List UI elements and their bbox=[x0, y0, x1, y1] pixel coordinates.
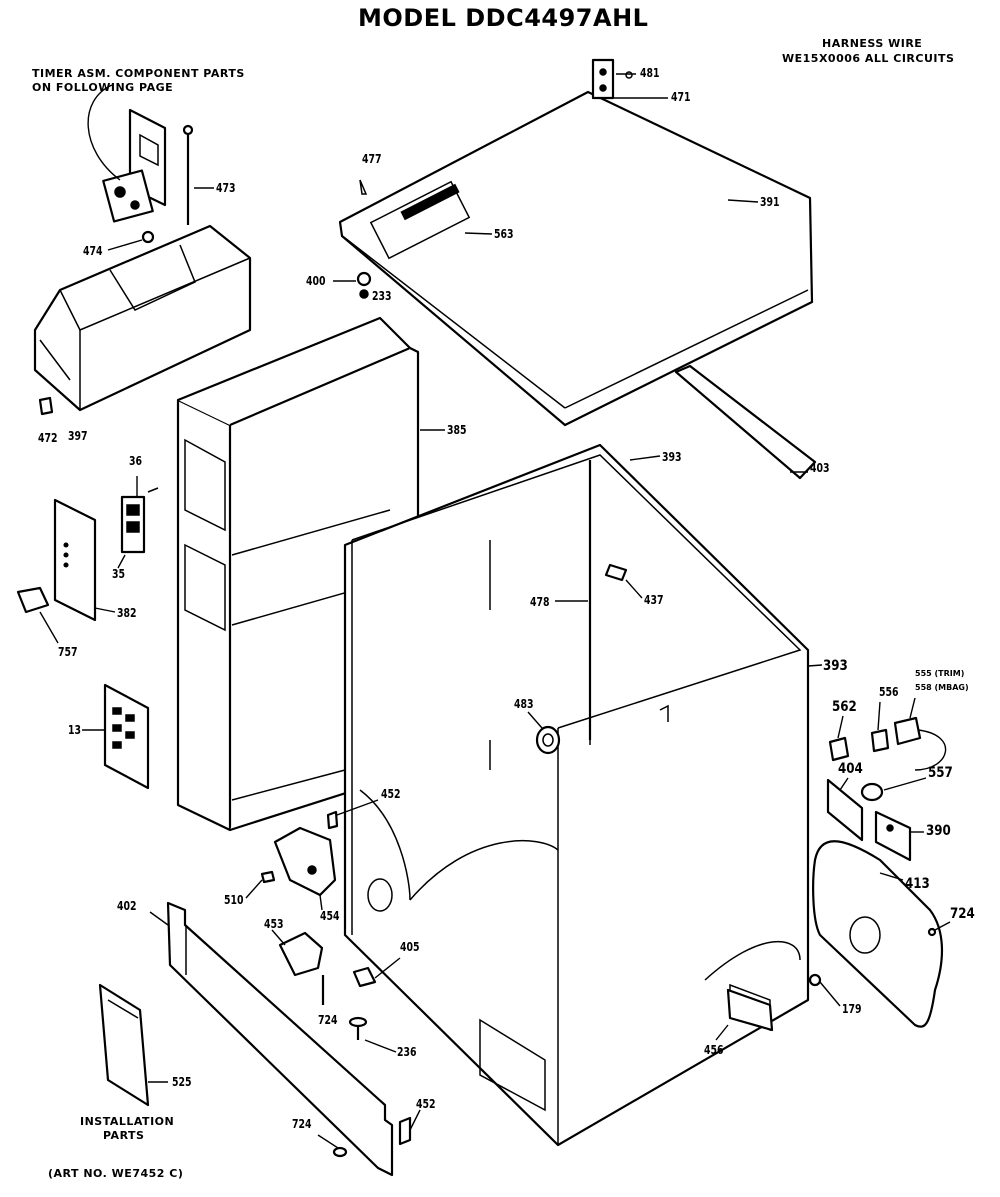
part-label-382: 382 bbox=[117, 606, 137, 620]
small-part-474 bbox=[141, 230, 155, 244]
screw-510 bbox=[260, 870, 276, 884]
part-label-471: 471 bbox=[671, 90, 691, 104]
timer-note-line1: TIMER ASM. COMPONENT PARTS bbox=[32, 67, 245, 80]
leader-lines bbox=[39, 73, 951, 1149]
hinge-bracket-471 bbox=[591, 58, 633, 100]
part-label-413: 413 bbox=[905, 876, 930, 892]
part-label-179: 179 bbox=[842, 1002, 862, 1016]
screw-472 bbox=[38, 396, 54, 416]
control-housing-397 bbox=[33, 224, 252, 412]
part-label-404: 404 bbox=[838, 761, 863, 777]
part-label-390: 390 bbox=[926, 823, 951, 839]
bracket-390 bbox=[874, 810, 912, 862]
part-label-405: 405 bbox=[400, 940, 420, 954]
part-label-452-mid: 452 bbox=[381, 787, 401, 801]
part-label-473: 473 bbox=[216, 181, 236, 195]
screw-437 bbox=[604, 563, 628, 582]
part-label-757: 757 bbox=[58, 645, 78, 659]
installation-note-line1: INSTALLATION bbox=[80, 1115, 175, 1128]
part-label-393-right: 393 bbox=[823, 658, 848, 674]
part-label-236: 236 bbox=[397, 1045, 417, 1059]
part-456 bbox=[726, 988, 774, 1032]
part-label-557: 557 bbox=[928, 765, 953, 781]
part-405 bbox=[352, 966, 377, 988]
part-label-478: 478 bbox=[530, 595, 550, 609]
part-label-452-bottom: 452 bbox=[416, 1097, 436, 1111]
part-label-562: 562 bbox=[832, 699, 857, 715]
part-452-bottom bbox=[398, 1116, 412, 1146]
rod-473 bbox=[182, 124, 194, 225]
part-179 bbox=[808, 973, 822, 987]
rail-403 bbox=[674, 364, 817, 480]
part-label-555: 555 (TRIM) bbox=[915, 669, 965, 678]
front-panel-385 bbox=[176, 316, 420, 832]
nameplate-13 bbox=[103, 683, 150, 790]
bracket-453 bbox=[278, 931, 324, 977]
part-label-13: 13 bbox=[68, 723, 82, 737]
part-557 bbox=[860, 782, 884, 802]
toe-panel-402 bbox=[166, 901, 394, 1177]
part-label-556: 556 bbox=[879, 685, 899, 699]
switch-35-36 bbox=[120, 487, 159, 554]
part-label-36: 36 bbox=[129, 454, 143, 468]
part-label-391: 391 bbox=[760, 195, 780, 209]
part-556 bbox=[870, 728, 890, 753]
part-562 bbox=[828, 736, 850, 762]
part-label-724-right: 724 bbox=[950, 906, 975, 922]
screw-452-mid bbox=[326, 810, 339, 830]
part-label-403: 403 bbox=[810, 461, 830, 475]
rear-panel-413 bbox=[812, 840, 943, 1028]
harness-note-line2: WE15X0006 ALL CIRCUITS bbox=[782, 52, 955, 65]
part-label-402: 402 bbox=[117, 899, 137, 913]
part-label-437: 437 bbox=[644, 593, 664, 607]
fastener-400-233 bbox=[356, 271, 372, 299]
top-panel-391 bbox=[338, 90, 814, 427]
part-label-724-mid: 724 bbox=[318, 1013, 338, 1027]
grommet-483 bbox=[535, 725, 561, 755]
part-label-558: 558 (MBAG) bbox=[915, 683, 969, 692]
part-label-525: 525 bbox=[172, 1075, 192, 1089]
cabinet-393 bbox=[343, 443, 810, 1147]
installation-bag-525 bbox=[98, 983, 150, 1107]
bracket-382 bbox=[53, 498, 97, 622]
part-236 bbox=[348, 1016, 368, 1040]
part-label-481: 481 bbox=[640, 66, 660, 80]
harness-note-line1: HARNESS WIRE bbox=[822, 37, 923, 50]
part-label-472: 472 bbox=[38, 431, 58, 445]
part-label-393-top: 393 bbox=[662, 450, 682, 464]
diagram-title: MODEL DDC4497AHL bbox=[358, 4, 649, 32]
part-555-558 bbox=[893, 716, 947, 771]
part-label-454: 454 bbox=[320, 909, 340, 923]
bracket-454 bbox=[273, 826, 337, 897]
part-label-477: 477 bbox=[362, 152, 382, 166]
part-label-483: 483 bbox=[514, 697, 534, 711]
screw-724-right bbox=[927, 927, 937, 937]
part-label-724-bottom: 724 bbox=[292, 1117, 312, 1131]
screw-724-bottom bbox=[332, 1146, 348, 1158]
installation-note-line2: PARTS bbox=[103, 1129, 145, 1142]
part-label-233: 233 bbox=[372, 289, 392, 303]
timer-bracket bbox=[87, 84, 167, 223]
part-757 bbox=[16, 586, 50, 614]
screw-477 bbox=[359, 179, 368, 195]
part-label-510: 510 bbox=[224, 893, 244, 907]
part-label-563: 563 bbox=[494, 227, 514, 241]
part-label-385: 385 bbox=[447, 423, 467, 437]
timer-note-line2: ON FOLLOWING PAGE bbox=[32, 81, 174, 94]
part-label-400: 400 bbox=[306, 274, 326, 288]
part-label-453: 453 bbox=[264, 917, 284, 931]
part-label-397: 397 bbox=[68, 429, 88, 443]
bracket-404 bbox=[826, 778, 864, 842]
part-label-456: 456 bbox=[704, 1043, 724, 1057]
art-number: (ART NO. WE7452 C) bbox=[48, 1167, 184, 1180]
part-label-35: 35 bbox=[112, 567, 126, 581]
part-label-474: 474 bbox=[83, 244, 103, 258]
